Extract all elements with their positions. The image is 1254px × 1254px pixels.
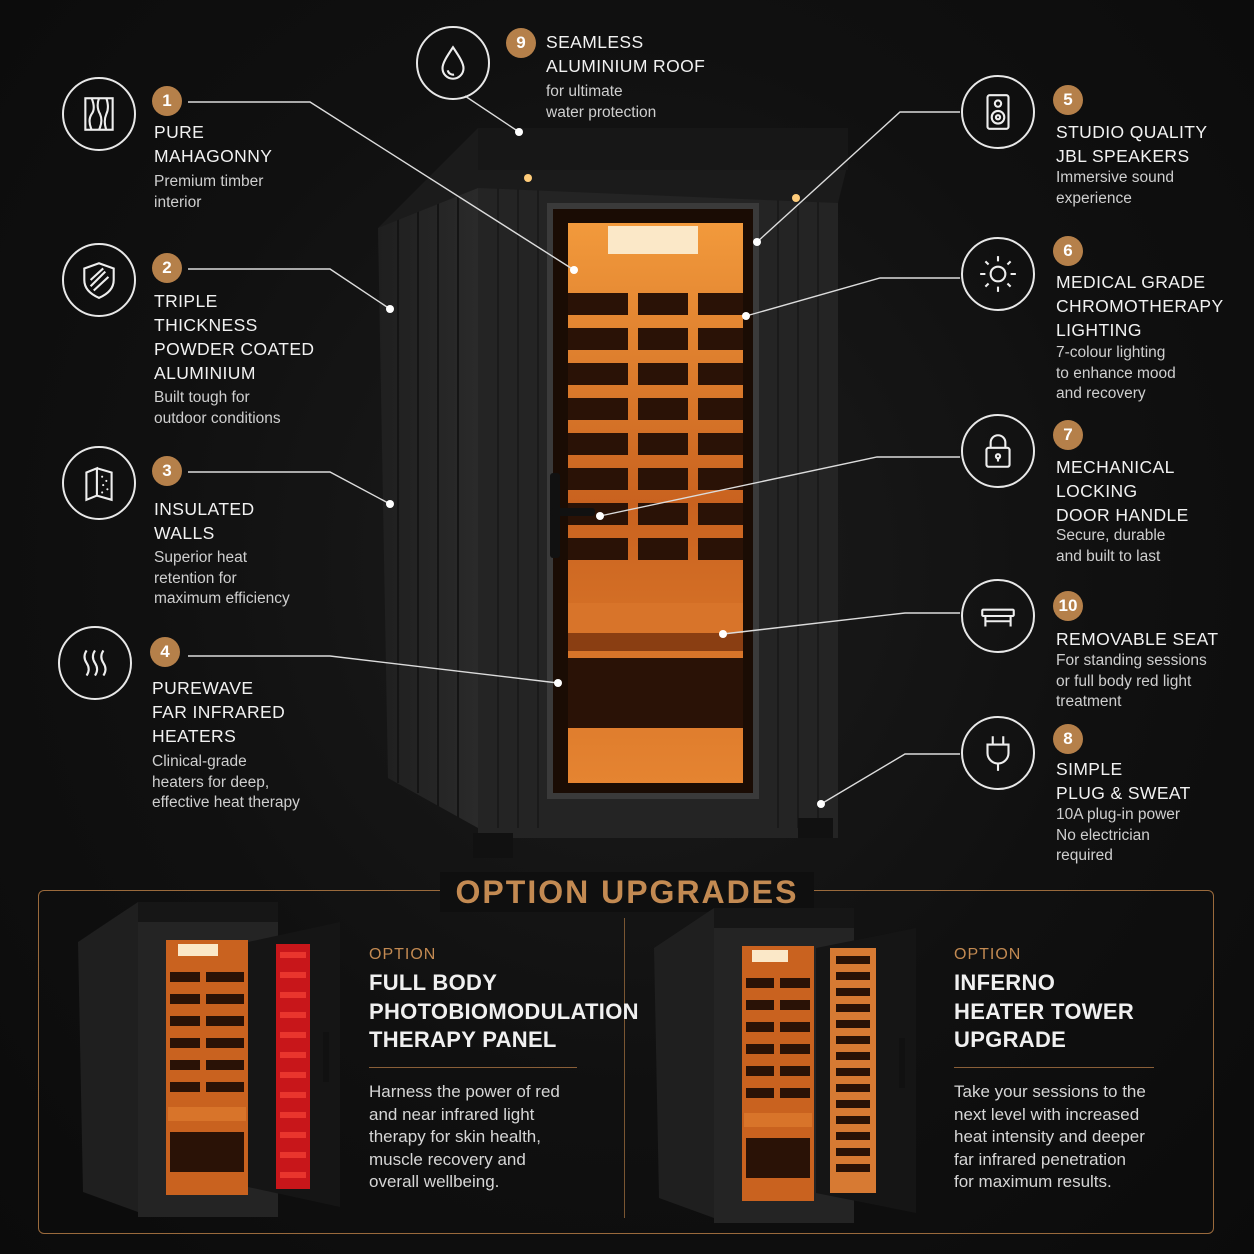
insulation-panel-icon (62, 446, 136, 520)
feature-title: INSULATED WALLS (154, 499, 255, 543)
speaker-icon (961, 75, 1035, 149)
feature-number-badge: 10 (1053, 591, 1083, 621)
feature-number-badge: 3 (152, 456, 182, 486)
option-description: Take your sessions to the next level wit… (954, 1082, 1146, 1191)
option-description: Harness the power of red and near infrar… (369, 1082, 560, 1191)
anchor-dot (515, 128, 523, 136)
anchor-dot (570, 266, 578, 274)
feature-title: PUREWAVE FAR INFRARED HEATERS (152, 678, 286, 746)
option-title: INFERNO HEATER TOWER UPGRADE (954, 970, 1135, 1052)
feature-number-badge: 5 (1053, 85, 1083, 115)
anchor-dot (386, 500, 394, 508)
feature-title: MEDICAL GRADE CHROMOTHERAPY LIGHTING (1056, 272, 1224, 340)
feature-number-badge: 6 (1053, 236, 1083, 266)
feature-number-badge: 2 (152, 253, 182, 283)
anchor-dot (719, 630, 727, 638)
feature-title: PURE MAHAGONNY (154, 122, 273, 166)
red-light-panel-sauna-image (78, 902, 340, 1217)
feature-description: Superior heat retention for maximum effi… (154, 549, 290, 607)
feature-title: REMOVABLE SEAT (1056, 629, 1219, 649)
feature-title: MECHANICAL LOCKING DOOR HANDLE (1056, 457, 1189, 525)
feature-description: Immersive sound experience (1056, 169, 1175, 207)
heat-waves-icon (58, 626, 132, 700)
water-drop-icon (416, 26, 490, 100)
feature-title: SIMPLE PLUG & SWEAT (1056, 759, 1191, 803)
feature-description: 10A plug-in power No electrician require… (1056, 806, 1181, 864)
feature-description: For standing sessions or full body red l… (1056, 652, 1207, 710)
feature-title: SEAMLESS ALUMINIUM ROOF (546, 32, 706, 76)
feature-number-badge: 8 (1053, 724, 1083, 754)
feature-description: Secure, durable and built to last (1056, 527, 1166, 565)
wood-grain-icon (62, 77, 136, 151)
plug-icon (961, 716, 1035, 790)
sauna-illustration (378, 128, 848, 858)
anchor-dot (554, 679, 562, 687)
option-rule (369, 1067, 577, 1068)
shield-icon (62, 243, 136, 317)
feature-description: Premium timber interior (154, 173, 264, 211)
heater-tower-sauna-image (654, 908, 916, 1223)
option-label: OPTION (369, 946, 437, 963)
feature-description: 7-colour lighting to enhance mood and re… (1056, 344, 1176, 402)
sun-icon (961, 237, 1035, 311)
option-upgrades-heading: OPTION UPGRADES (440, 872, 814, 912)
anchor-dot (596, 512, 604, 520)
option-label: OPTION (954, 946, 1022, 963)
option-rule (954, 1067, 1154, 1068)
feature-number-badge: 4 (150, 637, 180, 667)
feature-description: Built tough for outdoor conditions (154, 389, 281, 427)
feature-number-badge: 1 (152, 86, 182, 116)
feature-description: Clinical-grade heaters for deep, effecti… (152, 753, 300, 811)
bench-icon (961, 579, 1035, 653)
feature-title: TRIPLE THICKNESS POWDER COATED ALUMINIUM (154, 291, 315, 383)
anchor-dot (386, 305, 394, 313)
option-divider (624, 918, 625, 1218)
feature-description: for ultimate water protection (546, 83, 657, 121)
anchor-dot (742, 312, 750, 320)
padlock-icon (961, 414, 1035, 488)
feature-number-badge: 7 (1053, 420, 1083, 450)
feature-title: STUDIO QUALITY JBL SPEAKERS (1056, 122, 1208, 166)
feature-number-badge: 9 (506, 28, 536, 58)
anchor-dot (753, 238, 761, 246)
option-title: FULL BODY PHOTOBIOMODULATION THERAPY PAN… (369, 970, 639, 1052)
anchor-dot (817, 800, 825, 808)
